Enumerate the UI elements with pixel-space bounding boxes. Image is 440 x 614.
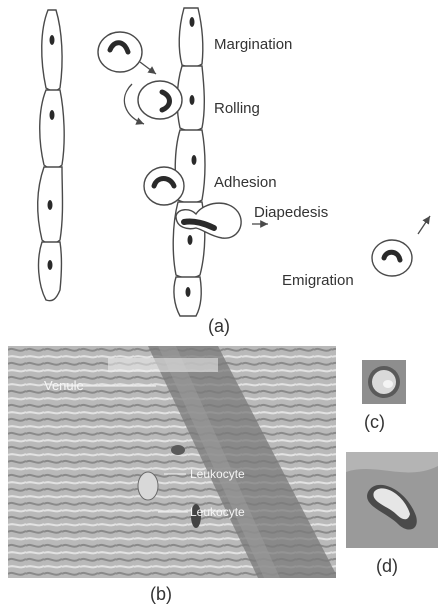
panel-label-d: (d)	[376, 556, 398, 577]
label-adhesion: Adhesion	[214, 174, 277, 191]
micrograph-venule: Venule Leukocyte Leukocyte	[8, 346, 336, 578]
leukocyte-adhesion	[144, 167, 184, 205]
endothelial-nucleus	[186, 287, 191, 297]
label-rolling: Rolling	[214, 100, 260, 117]
endothelial-nucleus	[50, 110, 55, 120]
emigration-arrow	[418, 216, 430, 234]
endothelial-nucleus	[50, 35, 55, 45]
label-margination: Margination	[214, 36, 292, 53]
overlay-leukocyte-2: Leukocyte	[190, 505, 245, 519]
leukocyte-emigration	[372, 240, 412, 276]
left-vessel-wall	[38, 10, 64, 301]
leukocyte-rolling	[138, 81, 182, 119]
leukocyte-margination	[98, 32, 142, 72]
label-emigration: Emigration	[282, 272, 354, 289]
micrograph-migrating-leukocyte	[346, 452, 438, 548]
margination-arrow	[140, 62, 156, 74]
overlay-venule: Venule	[44, 378, 84, 393]
overlay-leukocyte-1: Leukocyte	[190, 467, 245, 481]
endothelial-nucleus	[190, 95, 195, 105]
panel-label-c: (c)	[364, 412, 385, 433]
panel-label-b: (b)	[150, 584, 172, 605]
endothelial-nucleus	[192, 155, 197, 165]
endothelial-nucleus	[188, 235, 193, 245]
endothelial-nucleus	[48, 260, 53, 270]
label-diapedesis: Diapedesis	[254, 204, 328, 221]
right-vessel-wall	[173, 8, 205, 316]
endothelial-nucleus	[48, 200, 53, 210]
endothelial-nucleus	[190, 17, 195, 27]
panel-label-a: (a)	[208, 316, 230, 337]
endothelial-cell	[42, 10, 62, 91]
endothelial-cell	[39, 242, 62, 301]
endothelial-cell	[40, 90, 64, 169]
micrograph-leukocyte-closeup	[362, 360, 406, 404]
endothelial-cell	[179, 8, 203, 67]
